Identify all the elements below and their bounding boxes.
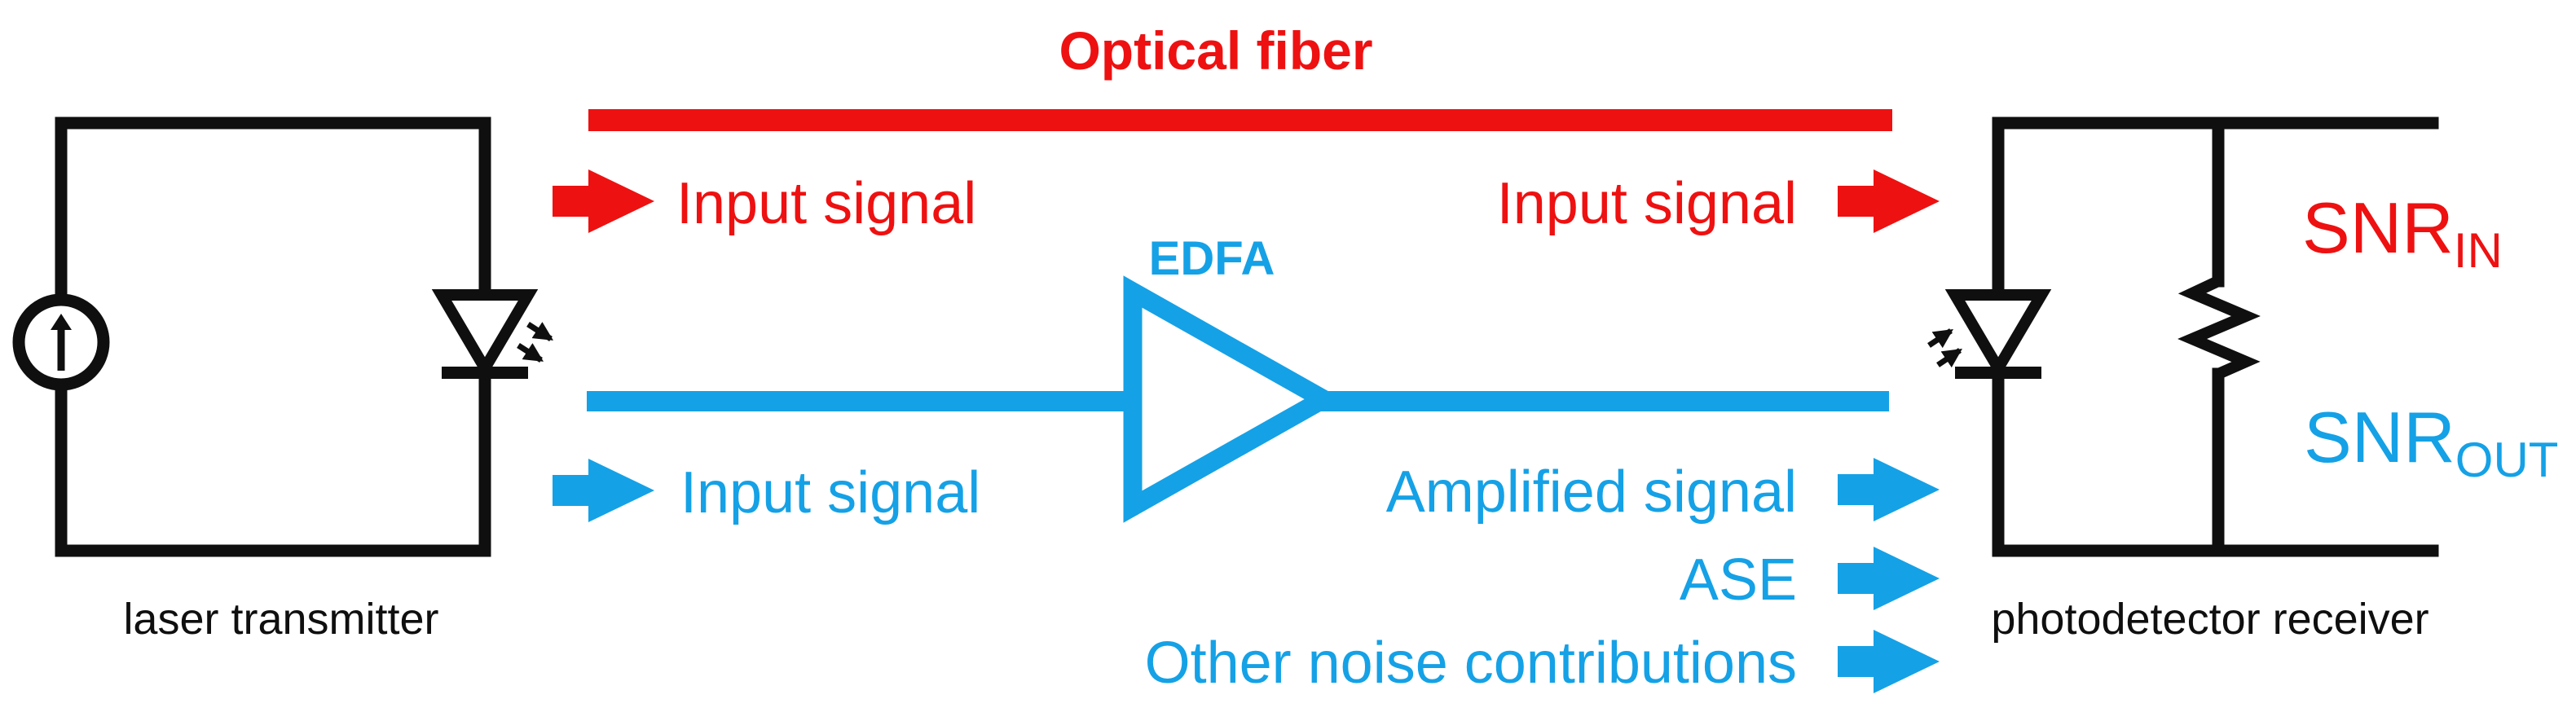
optical-fiber-title: Optical fiber <box>1053 24 1379 104</box>
other-noise-arrow <box>1838 630 1940 693</box>
snr-in-label: SNRIN <box>2302 192 2503 275</box>
snr-out-base: SNR <box>2304 397 2455 477</box>
input-signal-arrow-red-right <box>1838 169 1940 233</box>
snr-in-base: SNR <box>2302 187 2454 268</box>
photodiode-bar <box>1955 367 2041 379</box>
optical-fiber-bar <box>588 109 1892 131</box>
laser-transmitter-circuit <box>12 117 554 557</box>
laser-diode-triangle <box>431 289 539 380</box>
ase-label: ASE <box>1679 547 1797 613</box>
incident-light-ray-2 <box>1936 348 1962 368</box>
current-source-icon <box>12 293 110 391</box>
other-noise-label: Other noise contributions <box>1144 631 1797 696</box>
amplified-signal-arrow <box>1838 458 1940 521</box>
ase-arrow <box>1838 547 1940 610</box>
photodetector-receiver-circuit <box>1927 117 2439 557</box>
input-signal-arrow-blue <box>553 459 654 522</box>
input-signal-label-red-left: Input signal <box>676 171 977 236</box>
current-source-arrow-head <box>51 314 72 330</box>
photodetector-receiver-caption: photodetector receiver <box>1991 595 2429 644</box>
input-signal-label-red-right: Input signal <box>1496 171 1797 236</box>
amplified-signal-label: Amplified signal <box>1385 459 1797 525</box>
laser-emission-ray-1 <box>526 322 554 341</box>
snr-out-label: SNROUT <box>2304 402 2558 485</box>
laser-diode-icon <box>431 289 554 380</box>
incident-light-ray-1 <box>1927 328 1953 349</box>
snr-in-subscript: IN <box>2453 223 2503 278</box>
laser-emission-ray-2 <box>517 343 544 363</box>
resistor-icon <box>2177 275 2261 380</box>
optical-fiber-title-text: Optical fiber <box>1059 20 1373 81</box>
edfa-amplifier-triangle <box>1123 275 1343 523</box>
laser-transmitter-caption: laser transmitter <box>123 595 439 644</box>
input-signal-arrow-red-left <box>553 169 654 233</box>
snr-out-subscript: OUT <box>2455 433 2559 487</box>
edfa-label: EDFA <box>1148 232 1275 285</box>
laser-diode-bar <box>442 367 528 379</box>
photodiode-icon <box>1927 289 2052 380</box>
input-signal-label-blue: Input signal <box>680 460 981 525</box>
photodiode-triangle <box>1944 289 2052 380</box>
